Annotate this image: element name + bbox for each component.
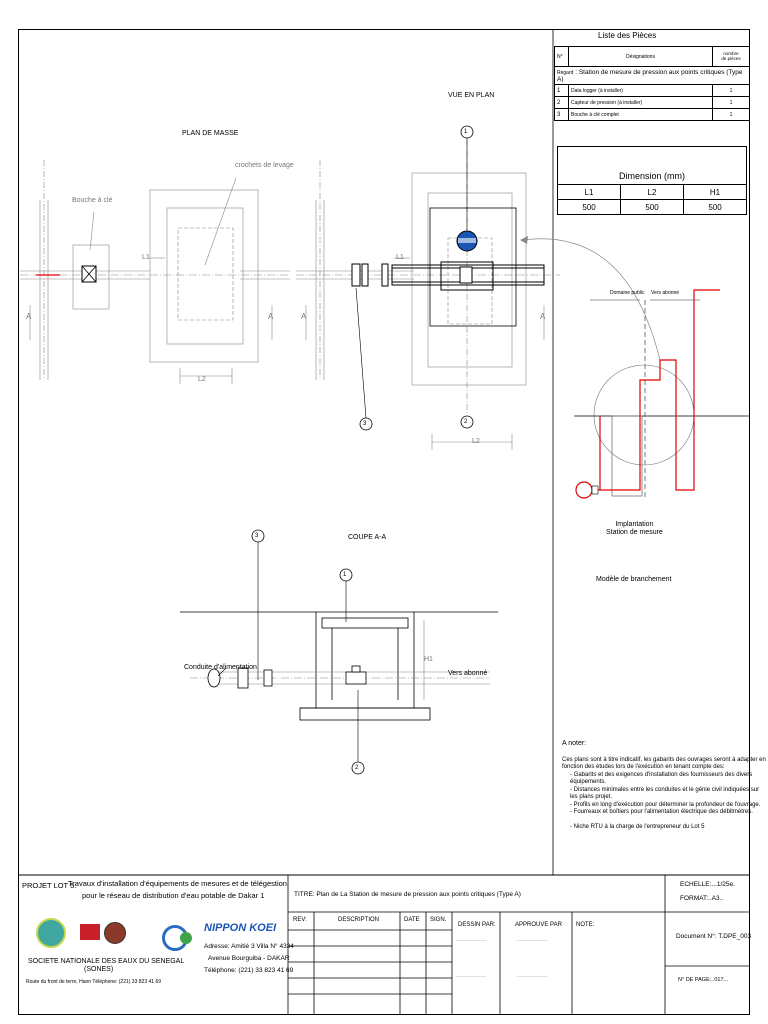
conduite-label: Conduite d'alimentation: [184, 664, 257, 671]
section-a-marker: A: [540, 312, 546, 321]
table-row: 1 Data logger (à installer) 1: [554, 84, 750, 97]
dim-l2-label: L2: [472, 438, 480, 445]
format: FORMAT:..A3..: [680, 895, 724, 902]
section-a-marker: A: [26, 312, 32, 321]
parts-list-table: N° Désignations nombre de pièces Regard …: [554, 46, 750, 121]
sheet-border: [18, 29, 750, 1015]
vue-en-plan-drawing: [296, 140, 560, 450]
page-number: N° DE PAGE:..017...: [678, 977, 729, 983]
coupe-aa-drawing: [180, 611, 498, 721]
dimension-title: Dimension (mm): [557, 146, 747, 185]
plan-de-masse-label: PLAN DE MASSE: [182, 130, 239, 137]
nk-address-2: Avenue Bourguiba - DAKAR: [208, 955, 290, 962]
coupe-label: COUPE A-A: [348, 534, 387, 541]
branchement-red-pipe: [590, 289, 720, 491]
section-a-marker: A: [301, 312, 307, 321]
vers-abonne-small-label: Vers abonné: [651, 290, 680, 296]
callout-3: 3: [363, 421, 367, 427]
projet-label: PROJET LOT 5:: [22, 881, 77, 890]
sones-abbr: (SONES): [84, 966, 114, 973]
sones-name: SOCIETE NATIONALE DES EAUX DU SENEGAL: [28, 958, 185, 965]
parts-col-count: nombre de pièces: [712, 46, 750, 67]
partner-logo-icon: [80, 924, 100, 940]
dim-h1-label: H1: [424, 656, 433, 663]
nk-address-1: Adresse: Amitié 3 Villa N° 4334: [204, 943, 294, 950]
drawing-title: TITRE: Plan de La Station de mesure de p…: [294, 891, 521, 898]
title-block-frame: [287, 875, 750, 1014]
crochets-label: crochets de levage: [235, 162, 294, 169]
plan-de-masse-drawing: [20, 160, 290, 384]
callout-2: 2: [464, 419, 468, 425]
nippon-koei-logo: NIPPON KOEI: [204, 922, 277, 934]
onas-drop-icon: [180, 932, 192, 944]
parts-col-designation: Désignations: [568, 46, 713, 67]
col-note: NOTE:: [576, 922, 595, 928]
sones-logo-icon: [36, 918, 66, 948]
sones-address: Route du front de terre, Hann Téléphone:…: [26, 979, 162, 985]
callout-3: 3: [255, 533, 259, 539]
callout-1: 1: [464, 129, 468, 135]
col-description: DESCRIPTION: [338, 917, 380, 923]
dim-l2-label: L2: [198, 376, 206, 383]
table-row: 3 Bouche à clé complet 1: [554, 108, 750, 121]
dim-l1-label: L1: [142, 254, 150, 261]
col-sign: SIGN.: [430, 917, 447, 923]
col-approuve: APPROUVE PAR: [515, 922, 562, 928]
implantation-label: Implantation Station de mesure: [606, 521, 663, 537]
section-a-marker: A: [268, 312, 274, 321]
notes-block: A noter: Ces plans sont à titre indicati…: [562, 740, 766, 830]
document-number: Document N°: T.DPE_003: [676, 933, 752, 940]
nk-phone: Téléphone: (221) 33 823 41 69: [204, 967, 294, 974]
dim-l1-label: L1: [396, 254, 404, 261]
echelle: ECHELLE:...1/25e.: [680, 881, 735, 888]
modele-branchement-label: Modèle de branchement: [596, 576, 672, 583]
col-date: DATE: [404, 917, 420, 923]
projet-line2: pour le réseau de distribution d'eau pot…: [82, 891, 265, 900]
bouche-a-cle-label: Bouche à clé: [72, 197, 113, 204]
col-dessin: DESSIN PAR:: [458, 922, 496, 928]
col-rev: REV:: [293, 917, 307, 923]
vers-abonne-label: Vers abonné: [448, 670, 488, 677]
vue-en-plan-pipe: [351, 207, 545, 327]
table-row: 2 Capteur de pression (à installer) 1: [554, 96, 750, 109]
parts-col-num: N°: [554, 46, 569, 67]
vue-en-plan-label: VUE EN PLAN: [448, 92, 495, 99]
parts-list-title: Liste des Pièces: [598, 31, 657, 40]
dimension-table: Dimension (mm) L1 L2 H1 500 500 500: [557, 146, 747, 215]
callout-1: 1: [343, 572, 347, 578]
domaine-public-label: Domaine public: [610, 290, 645, 296]
emblem-logo-icon: [104, 922, 126, 944]
projet-line1: Travaux d'installation d'équipements de …: [68, 879, 287, 888]
parts-group-row: Regard : Station de mesure de pression a…: [554, 66, 750, 85]
callout-2: 2: [355, 765, 359, 771]
